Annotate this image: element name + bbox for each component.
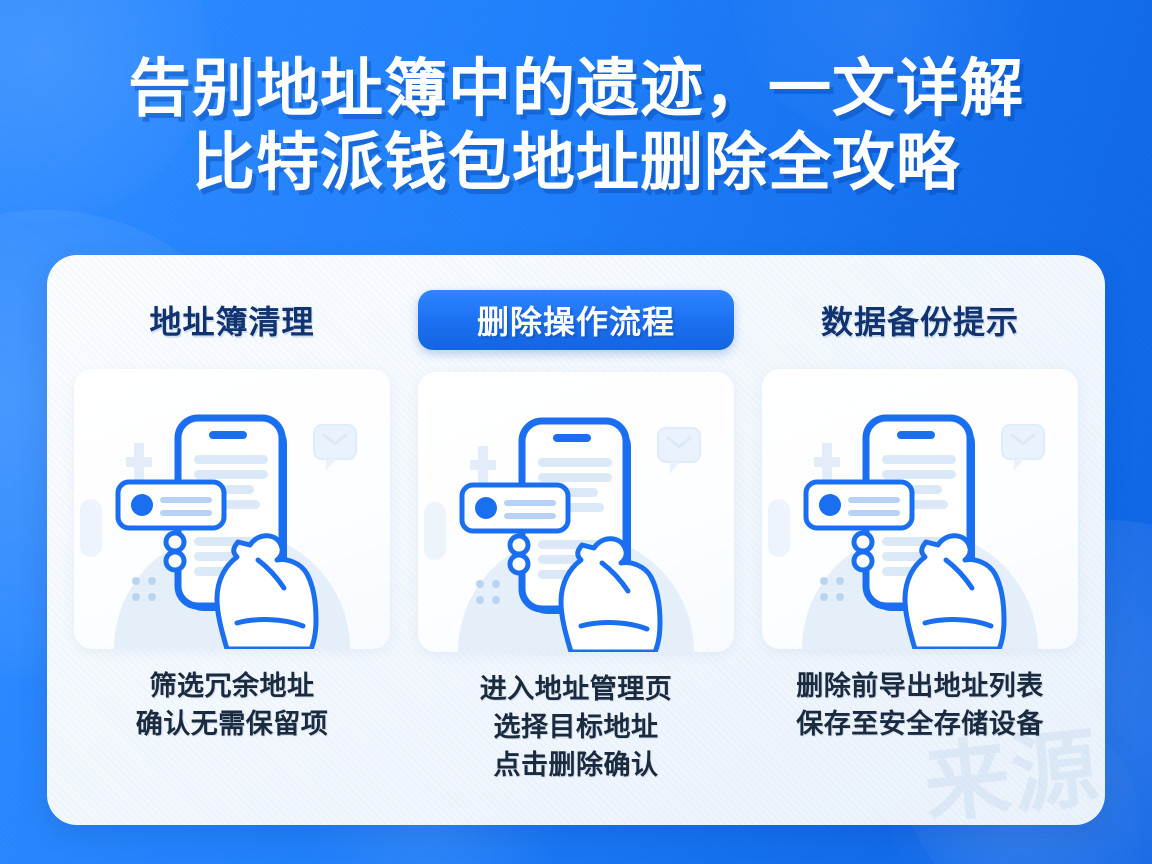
- column-header-3[interactable]: 数据备份提示: [820, 304, 1019, 340]
- card-column-3[interactable]: 数据备份提示: [762, 293, 1078, 743]
- caption-line: 点击删除确认: [493, 750, 659, 780]
- column-header-2[interactable]: 删除操作流程: [418, 290, 734, 350]
- card-column-2[interactable]: 删除操作流程: [418, 290, 734, 784]
- illustration-card-2: [418, 372, 734, 652]
- caption-2: 进入地址管理页 选择目标地址 点击删除确认: [418, 670, 734, 784]
- column-header-1[interactable]: 地址簿清理: [149, 304, 315, 340]
- hand-holding-phone-icon: [768, 414, 1045, 649]
- illustration-card-1: [74, 369, 390, 649]
- title-line-1: 告别地址簿中的遗迹，一文详解: [128, 54, 1024, 124]
- hand-holding-phone-icon: [424, 417, 701, 652]
- illustration-card-3: [762, 369, 1078, 649]
- caption-line: 保存至安全存储设备: [796, 709, 1044, 739]
- card-columns: 地址簿清理: [47, 255, 1105, 825]
- hand-holding-phone-icon: [80, 414, 357, 649]
- caption-1: 筛选冗余地址 确认无需保留项: [74, 667, 390, 743]
- caption-line: 确认无需保留项: [135, 709, 329, 739]
- caption-line: 删除前导出地址列表: [796, 671, 1044, 701]
- caption-line: 筛选冗余地址: [149, 671, 315, 701]
- content-panel: 来源 地址簿清理: [47, 255, 1105, 834]
- title-line-2: 比特派钱包地址删除全攻略: [192, 128, 960, 198]
- card-column-1[interactable]: 地址簿清理: [74, 293, 390, 743]
- caption-line: 进入地址管理页: [479, 674, 673, 704]
- caption-3: 删除前导出地址列表 保存至安全存储设备: [762, 667, 1078, 743]
- page-title: 告别地址簿中的遗迹，一文详解 比特派钱包地址删除全攻略: [0, 52, 1152, 200]
- caption-line: 选择目标地址: [493, 712, 659, 742]
